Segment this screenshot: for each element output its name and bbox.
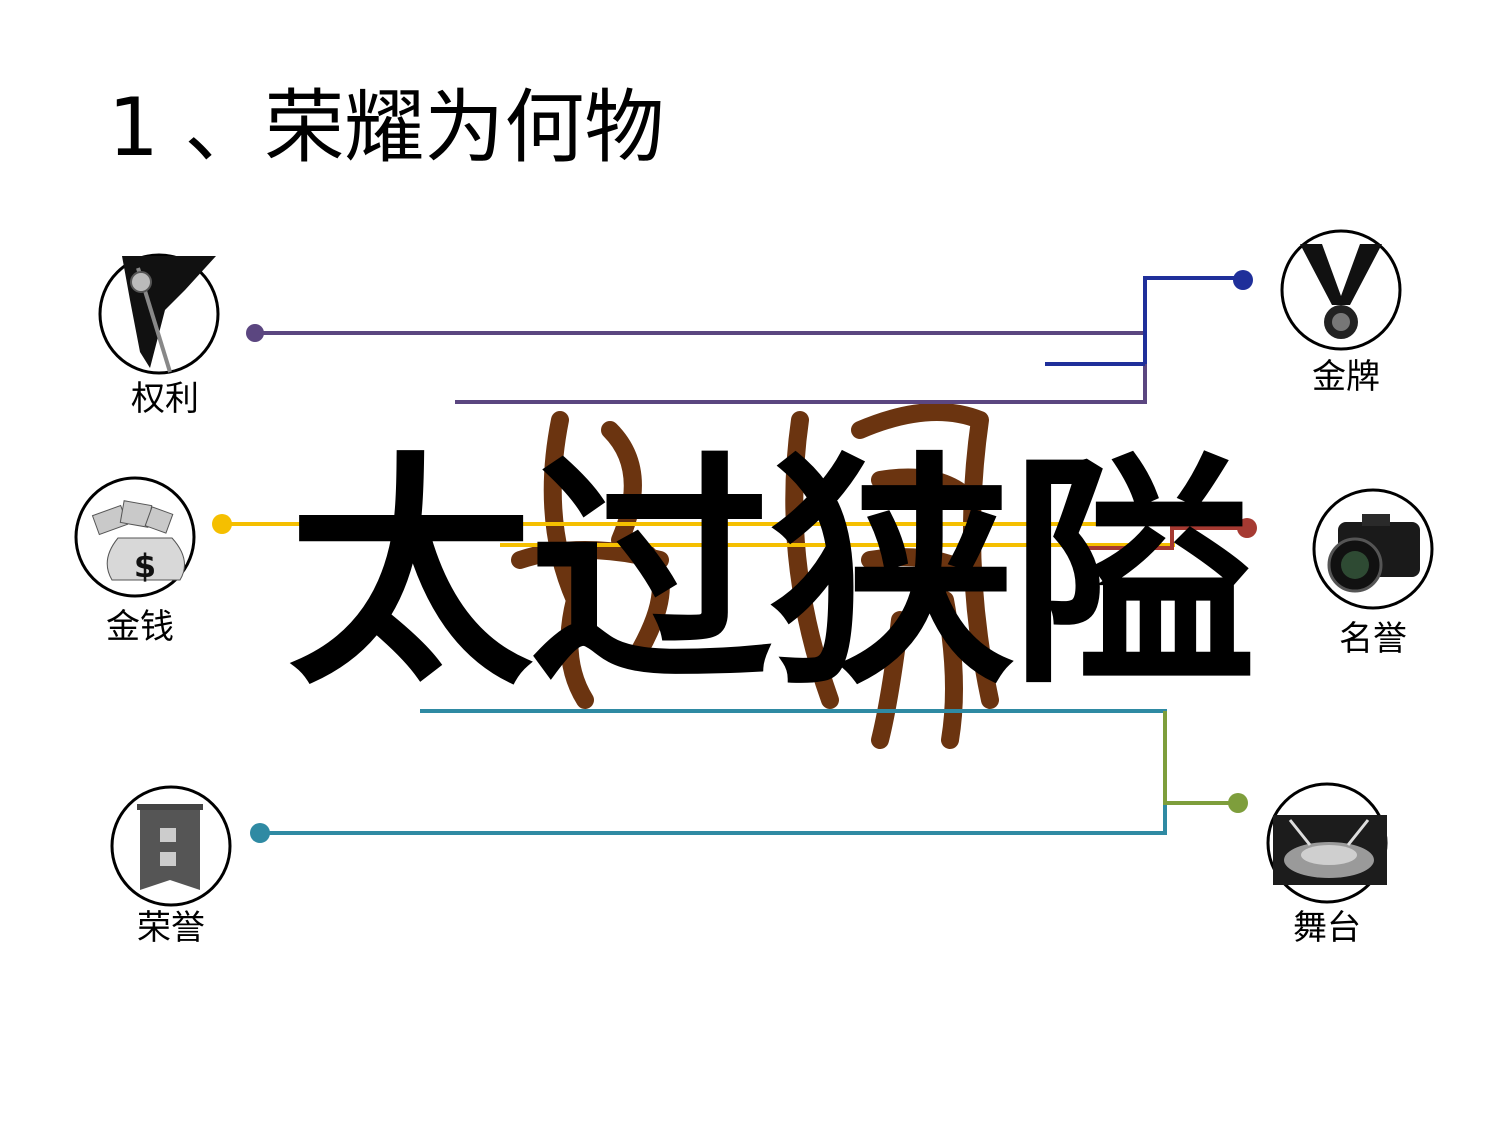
page-title: 1 、荣耀为何物	[108, 81, 665, 174]
line-honor	[260, 709, 1167, 835]
line-endpoints	[212, 270, 1257, 843]
node-stage	[1266, 782, 1388, 904]
endpoint-fame	[1237, 518, 1257, 538]
label-power: 权利	[131, 379, 199, 419]
stage-icon	[1273, 815, 1387, 885]
line-power-branch	[455, 333, 1147, 404]
champion-banner-icon	[137, 804, 203, 890]
connection-lines	[222, 276, 1247, 835]
line-power	[255, 276, 1243, 335]
node-power	[98, 253, 220, 375]
label-medal: 金牌	[1312, 357, 1380, 397]
endpoint-money	[212, 514, 232, 534]
line-medal	[1143, 276, 1243, 364]
node-honor	[110, 785, 232, 907]
label-fame: 名誉	[1339, 619, 1407, 659]
svg-text:$: $	[134, 547, 156, 585]
overlay-text: 太过狭隘	[288, 432, 1256, 718]
endpoint-stage	[1228, 793, 1248, 813]
label-money: 金钱	[106, 607, 174, 647]
calligraphy-watermark	[511, 403, 999, 749]
camera-icon	[1327, 514, 1420, 593]
node-money: $	[74, 476, 196, 598]
endpoint-medal	[1233, 270, 1253, 290]
medal-icon	[1300, 244, 1382, 339]
label-stage: 舞台	[1293, 908, 1361, 948]
scepter-icon	[122, 256, 216, 373]
endpoint-honor	[250, 823, 270, 843]
endpoint-power	[246, 324, 264, 342]
line-stage	[1163, 711, 1238, 805]
line-fame	[1075, 526, 1247, 550]
node-medal	[1280, 229, 1402, 351]
money-bag-icon: $	[91, 500, 185, 585]
node-fame	[1312, 488, 1434, 610]
label-honor: 荣誉	[137, 908, 205, 948]
